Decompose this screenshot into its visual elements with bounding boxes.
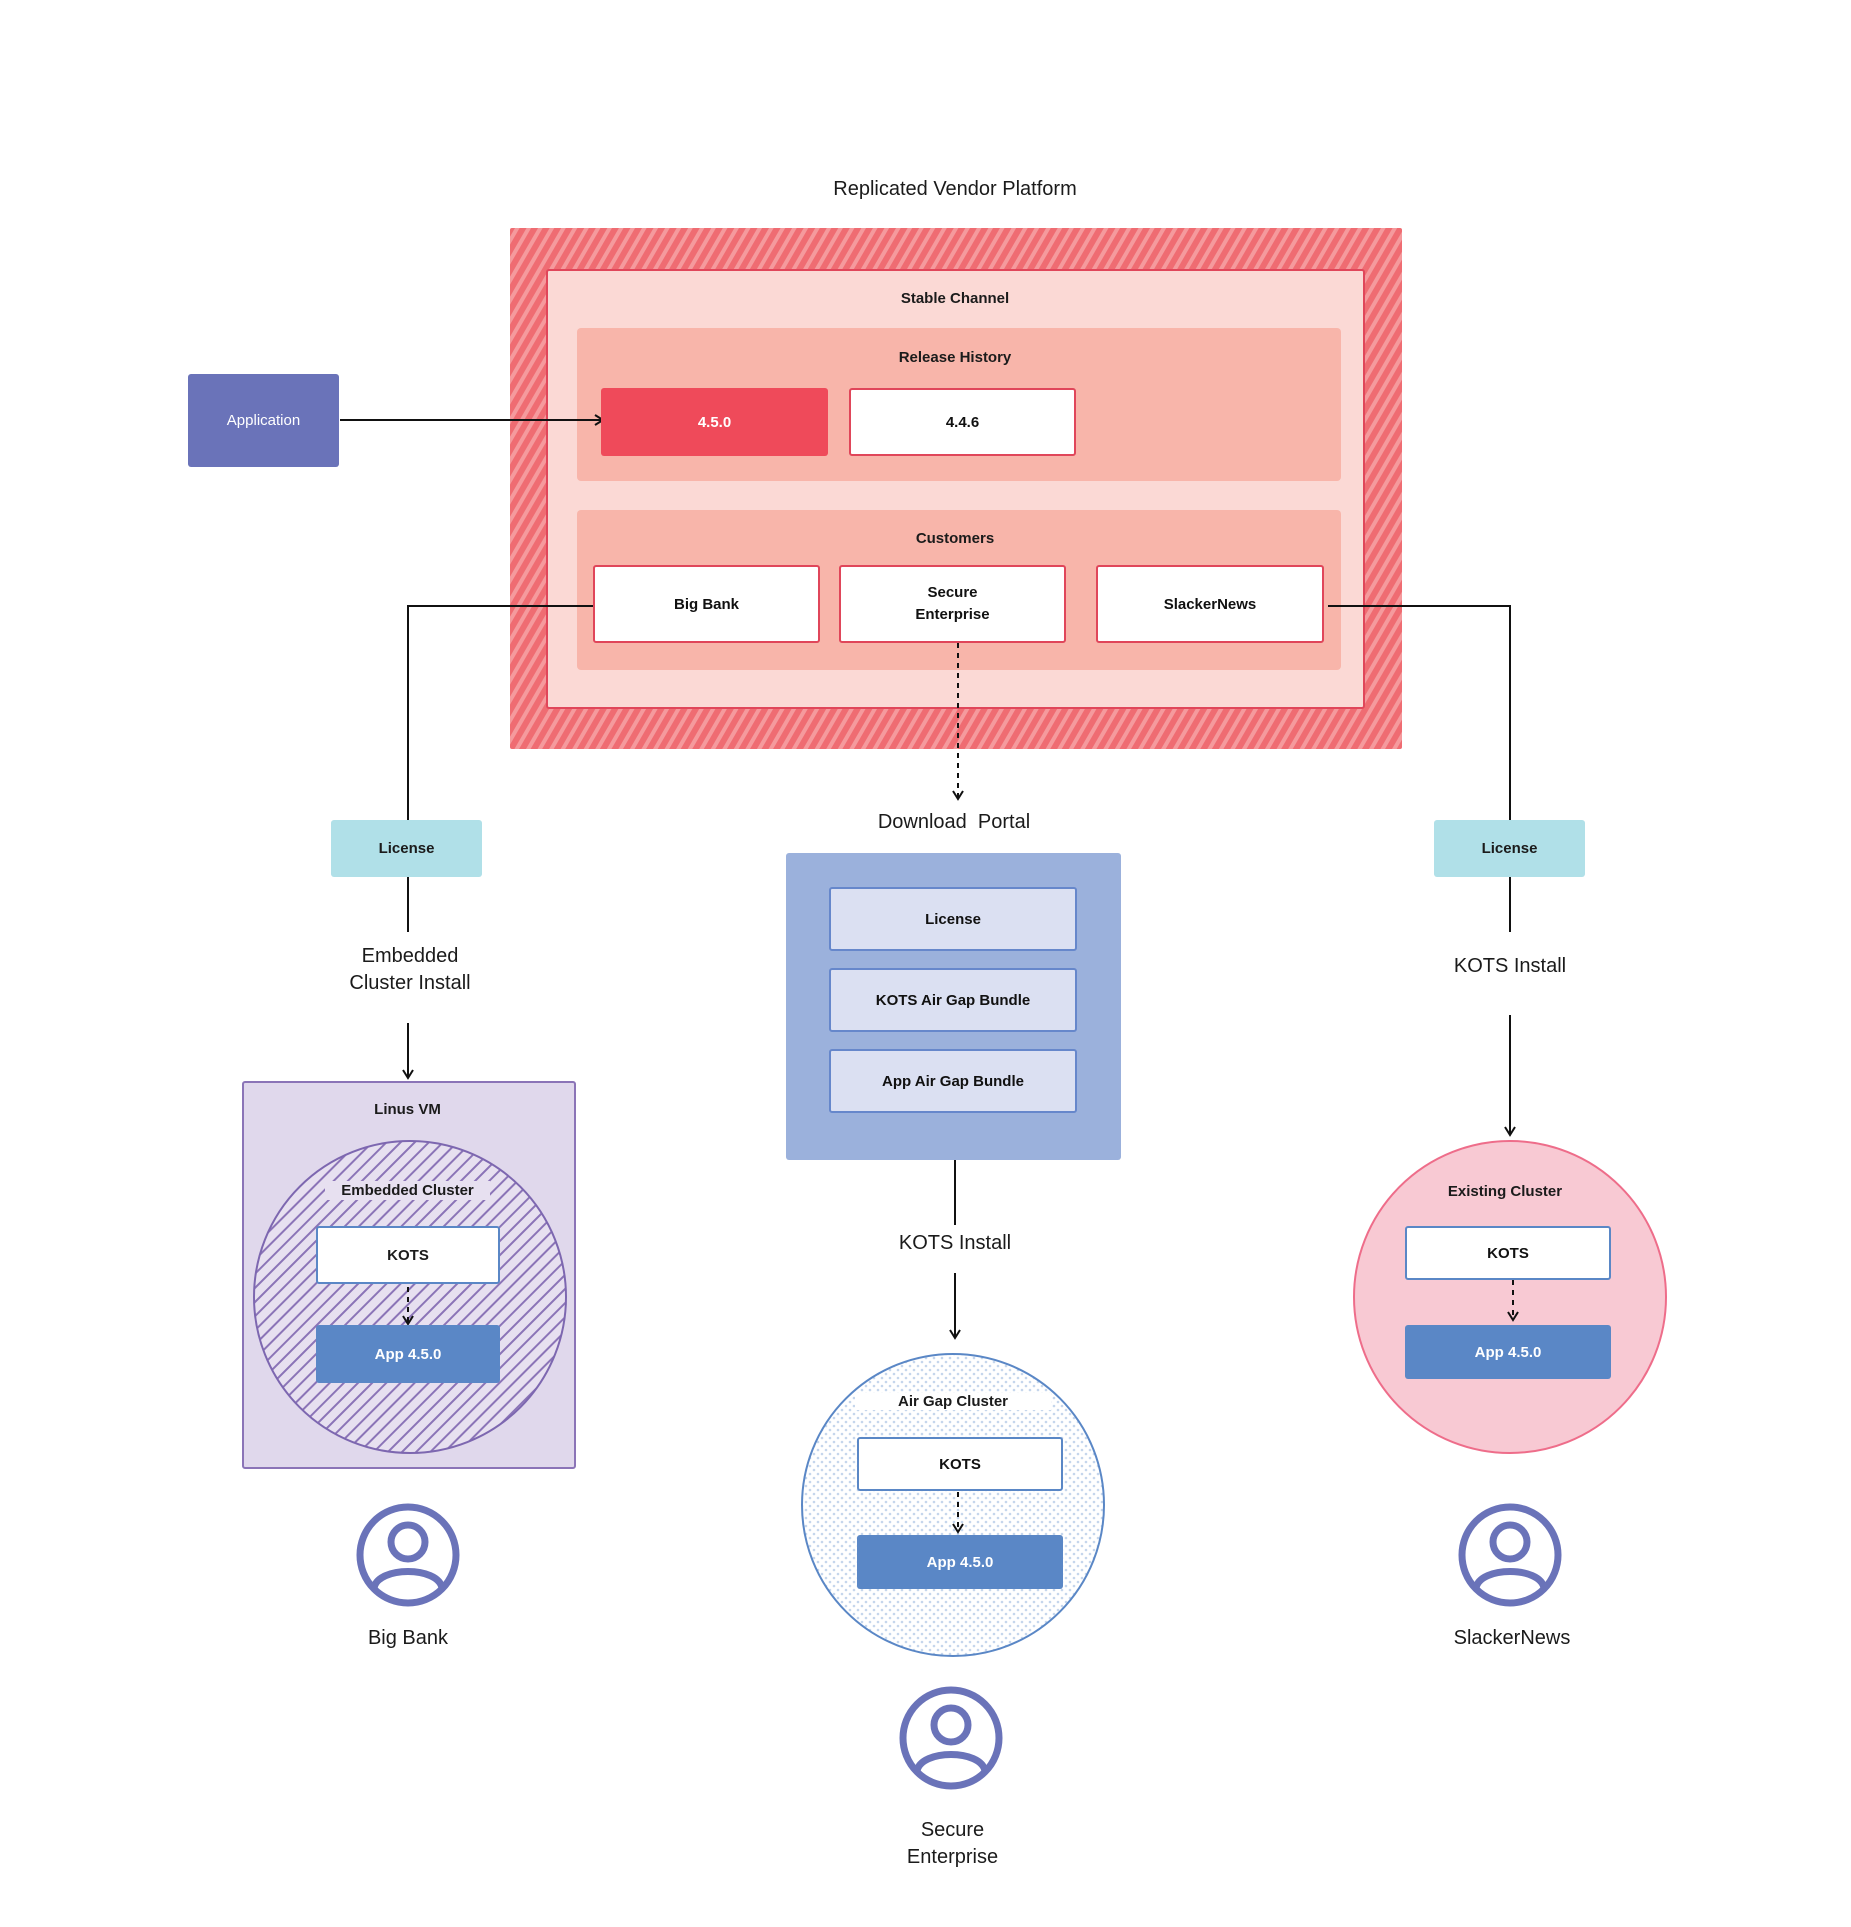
customer-slackernews[interactable]: SlackerNews [1096, 565, 1324, 643]
center-kots-box[interactable]: KOTS [857, 1437, 1063, 1491]
right-kots-box[interactable]: KOTS [1405, 1226, 1611, 1280]
release-4-4-6[interactable]: 4.4.6 [849, 388, 1076, 456]
left-app-box[interactable]: App 4.5.0 [316, 1325, 500, 1383]
linus-vm-label: Linus VM [374, 1101, 441, 1118]
portal-app-bundle-item[interactable]: App Air Gap Bundle [829, 1049, 1077, 1113]
release-4-5-0[interactable]: 4.5.0 [601, 388, 828, 456]
platform-title: Replicated Vendor Platform [833, 178, 1077, 200]
center-install-label: KOTS Install [898, 1232, 1012, 1254]
download-portal-label: Download Portal [877, 811, 1031, 833]
big-bank-connector [407, 605, 595, 820]
embedded-cluster-label: Embedded Cluster [325, 1181, 490, 1200]
existing-cluster-label: Existing Cluster [1447, 1183, 1563, 1200]
left-license-box[interactable]: License [331, 820, 482, 877]
customer-secure-enterprise[interactable]: Secure Enterprise [839, 565, 1066, 643]
slackernews-connector [1328, 605, 1511, 820]
left-install-label: Embedded Cluster Install [349, 945, 471, 994]
release-history-label: Release History [898, 349, 1012, 366]
portal-license-item[interactable]: License [829, 887, 1077, 951]
big-bank-user-label: Big Bank [367, 1627, 449, 1649]
customer-big-bank[interactable]: Big Bank [593, 565, 820, 643]
right-install-label: KOTS Install [1453, 955, 1567, 977]
center-app-box[interactable]: App 4.5.0 [857, 1535, 1063, 1589]
air-gap-cluster-label: Air Gap Cluster [855, 1393, 1051, 1410]
customers-label: Customers [915, 530, 995, 547]
big-bank-user-icon [356, 1503, 460, 1607]
stable-channel-label: Stable Channel [900, 290, 1010, 307]
right-license-box[interactable]: License [1434, 820, 1585, 877]
secure-enterprise-user-label: Secure Enterprise [906, 1819, 999, 1868]
application-box[interactable]: Application [188, 374, 339, 467]
secure-enterprise-user-icon [899, 1686, 1003, 1790]
right-app-box[interactable]: App 4.5.0 [1405, 1325, 1611, 1379]
slackernews-user-label: SlackerNews [1453, 1627, 1571, 1649]
portal-kots-bundle-item[interactable]: KOTS Air Gap Bundle [829, 968, 1077, 1032]
slackernews-user-icon [1458, 1503, 1562, 1607]
left-kots-box[interactable]: KOTS [316, 1226, 500, 1284]
